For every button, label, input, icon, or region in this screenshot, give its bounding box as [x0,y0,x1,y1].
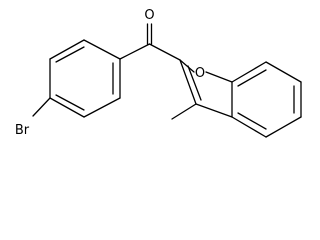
ring-bond [49,97,85,118]
ring-bond [49,39,85,60]
furan-ring [171,59,233,120]
ring-bond [231,116,267,138]
ring-bond [231,61,267,83]
ring-bond [179,59,195,73]
carbon-bromine-bond [32,97,51,117]
bromophenyl-ring [32,39,121,118]
ring-bond [195,103,233,118]
aromatic-inner-bond [237,112,267,130]
structure-canvas: O O Br [15,8,302,138]
ring-bond [205,71,233,83]
ring-bond [83,39,121,60]
methyl-bond [171,103,197,120]
fused-benzene-ring [231,61,302,138]
furan-oxygen-label: O [195,66,205,81]
bromine-label: Br [15,123,30,138]
aromatic-inner-bond [55,46,85,63]
ring-bond [83,97,121,118]
aromatic-inner-bond [187,65,202,101]
carbonyl-to-furan-bond [148,43,181,61]
aromatic-inner-bond [55,94,85,111]
aromatic-inner-bond [237,69,267,87]
ring-bond [265,61,302,83]
carbonyl-oxygen-label: O [144,8,154,23]
ring-bond [265,116,302,138]
molecule-drawing: O O Br [15,8,302,138]
carbonyl-to-phenyl-bond [119,43,151,60]
ring-bond [179,59,197,105]
carbonyl-group [119,23,181,61]
